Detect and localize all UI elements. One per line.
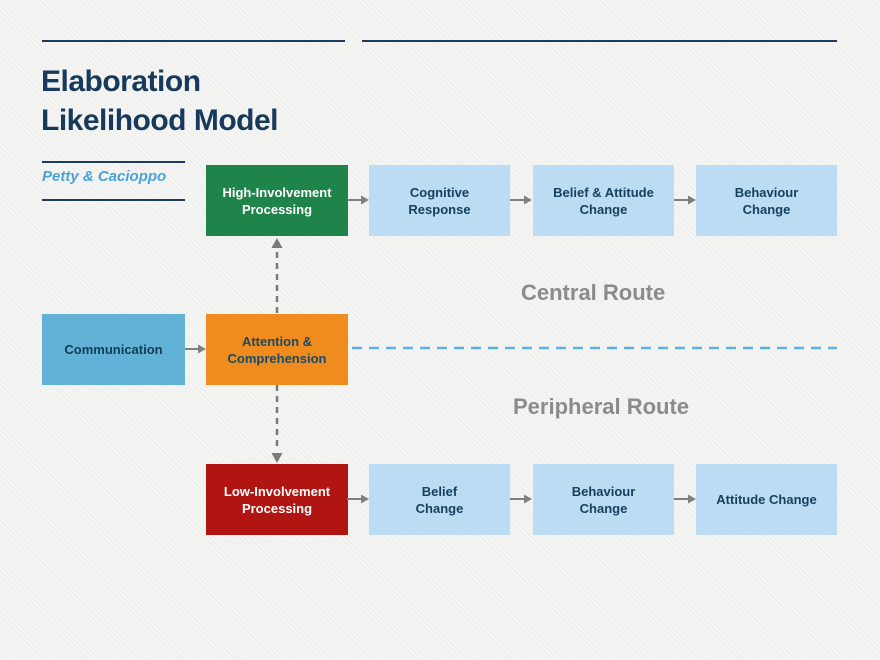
peripheral-route-label: Peripheral Route	[513, 394, 690, 419]
top-rule-right	[362, 40, 837, 42]
arrow-cognitive-to-belief-attitude-icon	[510, 195, 532, 205]
node-belief-attitude-change: Belief & Attitude Change	[533, 165, 674, 236]
node-attention-comprehension: Attention & Comprehension	[206, 314, 348, 385]
central-route-label: Central Route	[521, 280, 666, 305]
subtitle-rule-bottom	[42, 199, 185, 201]
node-behaviour-change-peripheral: Behaviour Change	[533, 464, 674, 535]
arrow-belief-attitude-to-behaviour-icon	[674, 195, 696, 205]
node-behaviour-change-central: Behaviour Change	[696, 165, 837, 236]
node-communication: Communication	[42, 314, 185, 385]
node-belief-change: Belief Change	[369, 464, 510, 535]
node-cognitive-response: Cognitive Response	[369, 165, 510, 236]
page-title: Elaboration Likelihood Model	[41, 65, 279, 137]
subtitle-authors: Petty & Cacioppo	[42, 168, 167, 185]
arrow-low-to-belief-icon	[347, 494, 369, 504]
subtitle-rule-top	[42, 161, 185, 163]
arrow-high-to-cognitive-icon	[347, 195, 369, 205]
dashed-arrow-down-attention-to-low-icon	[271, 385, 283, 463]
top-rule-left	[42, 40, 345, 42]
route-divider-dashed-line	[352, 346, 837, 350]
node-low-involvement-processing: Low-Involvement Processing	[206, 464, 348, 535]
node-high-involvement-processing: High-Involvement Processing	[206, 165, 348, 236]
node-attitude-change: Attitude Change	[696, 464, 837, 535]
arrow-communication-to-attention-icon	[185, 344, 206, 354]
arrow-behaviour-to-attitude-icon	[674, 494, 696, 504]
dashed-arrow-up-attention-to-high-icon	[271, 238, 283, 313]
arrow-belief-to-behaviour-icon	[510, 494, 532, 504]
